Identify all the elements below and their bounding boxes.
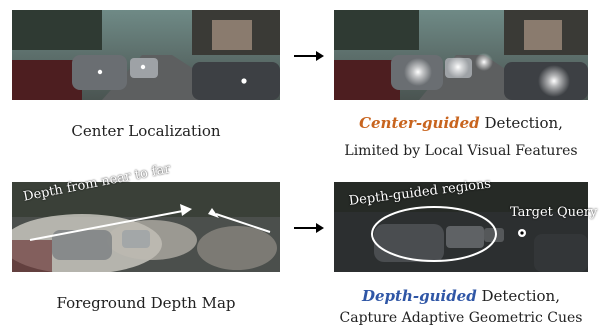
depth-guided-accent: Depth-guided (362, 287, 477, 305)
center-guided-subcaption: Limited by Local Visual Features (344, 143, 578, 159)
depth-guided-subcaption: Capture Adaptive Geometric Cues (339, 310, 583, 326)
center-guided-detection-image (334, 10, 588, 100)
center-localization-caption: Center Localization (71, 122, 221, 140)
center-localization-image (12, 10, 280, 100)
center-guided-caption: Center-guided Detection, (334, 113, 588, 133)
foreground-depth-map-image (12, 182, 280, 272)
depth-guided-caption-rest: Detection, (476, 287, 560, 305)
depth-guided-detection-image (334, 182, 588, 272)
center-guided-accent: Center-guided (359, 114, 480, 132)
right-arrow-icon (294, 51, 324, 61)
target-query-label: Target Query (510, 205, 598, 220)
center-guided-caption-rest: Detection, (479, 114, 563, 132)
right-arrow-icon (294, 223, 324, 233)
depth-guided-caption: Depth-guided Detection, (334, 286, 588, 306)
foreground-depth-caption: Foreground Depth Map (56, 294, 236, 312)
